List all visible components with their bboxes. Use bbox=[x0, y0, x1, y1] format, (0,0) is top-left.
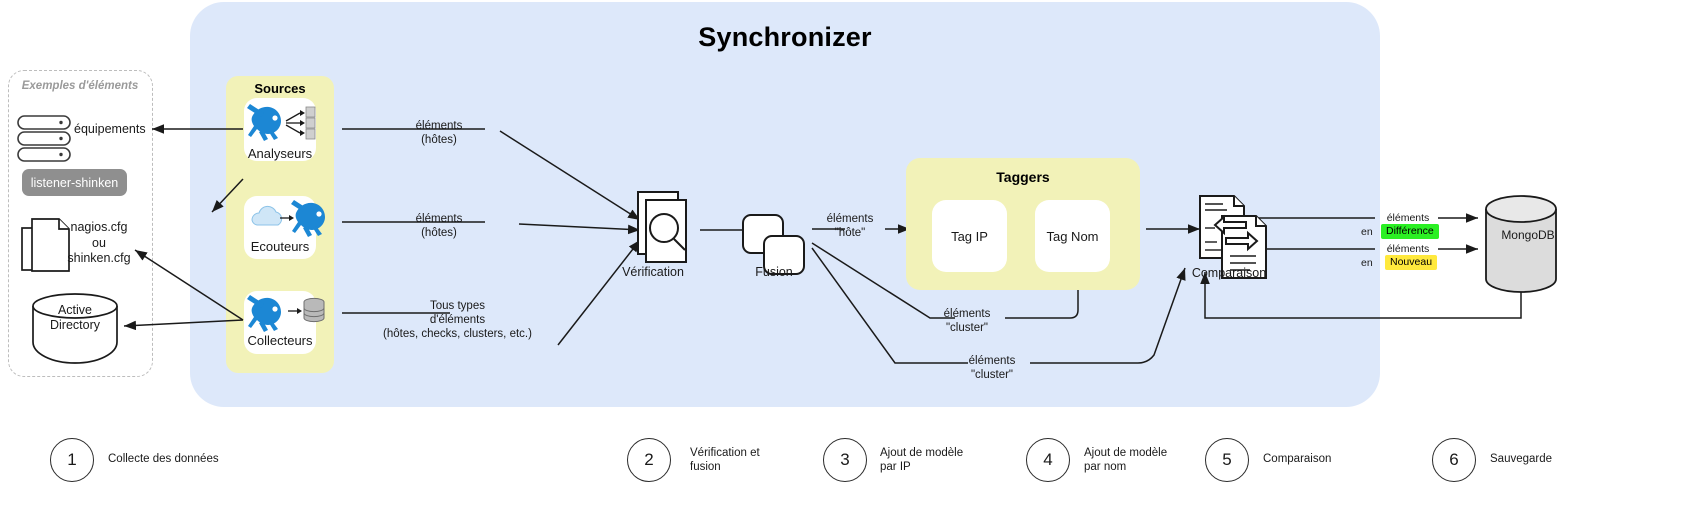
examples-panel bbox=[8, 70, 153, 377]
label-line: (hôtes, checks, clusters, etc.) bbox=[383, 327, 532, 340]
label-cluster-to-tagnom: éléments "cluster" bbox=[930, 308, 1004, 336]
step-number-6: 6 bbox=[1432, 438, 1476, 482]
step-label-5: Comparaison bbox=[1263, 452, 1331, 466]
label-line: éléments bbox=[826, 213, 874, 225]
step-label-6: Sauvegarde bbox=[1490, 452, 1552, 466]
status-badge-difference: Différence bbox=[1381, 224, 1439, 239]
step-line: Collecte des données bbox=[108, 453, 219, 465]
fusion-label: Fusion bbox=[755, 265, 793, 279]
label-fusion-to-taggers: éléments "hôte" bbox=[818, 213, 882, 241]
step-label-3: Ajout de modèle par IP bbox=[880, 446, 963, 475]
line-cluster-1a bbox=[811, 242, 955, 319]
page-title: Synchronizer bbox=[698, 22, 872, 52]
label-line: Tous types bbox=[430, 300, 485, 312]
label-line: éléments bbox=[415, 213, 463, 225]
step-label-4: Ajout de modèle par nom bbox=[1084, 446, 1167, 475]
compare-doc-lines bbox=[1205, 203, 1256, 271]
documents-magnifier-icon bbox=[637, 191, 687, 263]
step-line: Comparaison bbox=[1263, 453, 1332, 465]
label-line: (hôtes) bbox=[421, 226, 457, 239]
label-line: "hôte" bbox=[834, 226, 866, 239]
verification-label: Vérification bbox=[622, 265, 684, 279]
label-line: éléments bbox=[415, 120, 463, 132]
arrow-collecteurs-to-ad bbox=[123, 319, 244, 331]
active-directory-label: Active Directory bbox=[36, 303, 114, 334]
source-label-ecouteurs: Ecouteurs bbox=[250, 239, 310, 254]
taggers-title: Taggers bbox=[996, 169, 1050, 185]
sources-title: Sources bbox=[254, 81, 306, 96]
step-line: Vérification et bbox=[690, 447, 760, 459]
tagger-card-tag-nom[interactable]: Tag Nom bbox=[1035, 200, 1110, 272]
step-line: Ajout de modèle bbox=[880, 447, 964, 459]
source-label-analyseurs: Analyseurs bbox=[247, 146, 313, 161]
step-number-2: 2 bbox=[627, 438, 671, 482]
arrow-collecteurs-to-cfg bbox=[134, 249, 244, 321]
arrow-ecouteurs-to-listener bbox=[211, 178, 244, 213]
ninja-collector-icon bbox=[247, 295, 325, 332]
arrow-collecteurs-to-verification bbox=[557, 239, 641, 346]
arrow-analyseurs-to-verification bbox=[499, 130, 641, 221]
label-collecteurs-output: Tous types d'éléments (hôtes, checks, cl… bbox=[370, 300, 545, 341]
line-cluster-2a bbox=[811, 247, 968, 364]
step-line: Sauvegarde bbox=[1490, 453, 1553, 465]
stacked-squares-icon bbox=[742, 214, 805, 275]
label-line: d'éléments bbox=[429, 313, 486, 326]
arrow-cluster-to-tagnom bbox=[1005, 276, 1083, 319]
step-line: par IP bbox=[880, 461, 911, 474]
label-line: éléments bbox=[968, 355, 1016, 367]
output-en-1: en bbox=[1361, 226, 1373, 238]
equipements-label: équipements bbox=[74, 122, 146, 136]
step-number-5: 5 bbox=[1205, 438, 1249, 482]
cfg-line-2: ou bbox=[92, 235, 106, 250]
label-analyseurs-output: éléments (hôtes) bbox=[388, 120, 490, 148]
step-label-1: Collecte des données bbox=[108, 452, 219, 466]
step-line: fusion bbox=[690, 461, 721, 474]
ad-line-1: Active bbox=[57, 303, 93, 317]
arrow-cluster-to-comparaison bbox=[1030, 267, 1186, 364]
output-en-2: en bbox=[1361, 257, 1373, 269]
step-number-1: 1 bbox=[50, 438, 94, 482]
label-line: (hôtes) bbox=[421, 133, 457, 146]
cfg-line-1: nagios.cfg bbox=[70, 220, 128, 234]
ad-line-2: Directory bbox=[49, 318, 100, 333]
label-line: "cluster" bbox=[945, 321, 989, 334]
cfg-files-label: nagios.cfg ou shinken.cfg bbox=[62, 220, 136, 267]
step-number-4: 4 bbox=[1026, 438, 1070, 482]
listener-shinken-pill: listener-shinken bbox=[22, 169, 127, 196]
status-badge-nouveau: Nouveau bbox=[1385, 255, 1438, 270]
label-cluster-to-comparaison: éléments "cluster" bbox=[955, 355, 1029, 383]
arrow-ecouteurs-to-verification bbox=[518, 223, 641, 235]
cloud-listener-icon bbox=[251, 200, 325, 237]
output-label-difference: éléments bbox=[1386, 212, 1430, 224]
exchange-arrows-icon bbox=[1213, 214, 1259, 252]
tagger-card-tag-ip[interactable]: Tag IP bbox=[932, 200, 1007, 272]
step-line: Ajout de modèle bbox=[1084, 447, 1168, 459]
mongodb-label: MongoDB bbox=[1501, 228, 1555, 242]
label-line: "cluster" bbox=[970, 368, 1014, 381]
output-label-nouveau: éléments bbox=[1386, 243, 1430, 255]
label-line: éléments bbox=[943, 308, 991, 320]
synchronizer-panel bbox=[190, 2, 1380, 407]
source-label-collecteurs: Collecteurs bbox=[247, 333, 313, 348]
label-ecouteurs-output: éléments (hôtes) bbox=[388, 213, 490, 241]
step-number-3: 3 bbox=[823, 438, 867, 482]
step-label-2: Vérification et fusion bbox=[690, 446, 760, 475]
step-line: par nom bbox=[1084, 461, 1127, 474]
arrow-mongodb-feedback bbox=[1200, 272, 1522, 319]
cfg-line-3: shinken.cfg bbox=[67, 251, 131, 266]
examples-panel-title: Exemples d'éléments bbox=[21, 80, 139, 92]
comparaison-label: Comparaison bbox=[1191, 266, 1267, 280]
ninja-parser-icon bbox=[247, 104, 316, 141]
